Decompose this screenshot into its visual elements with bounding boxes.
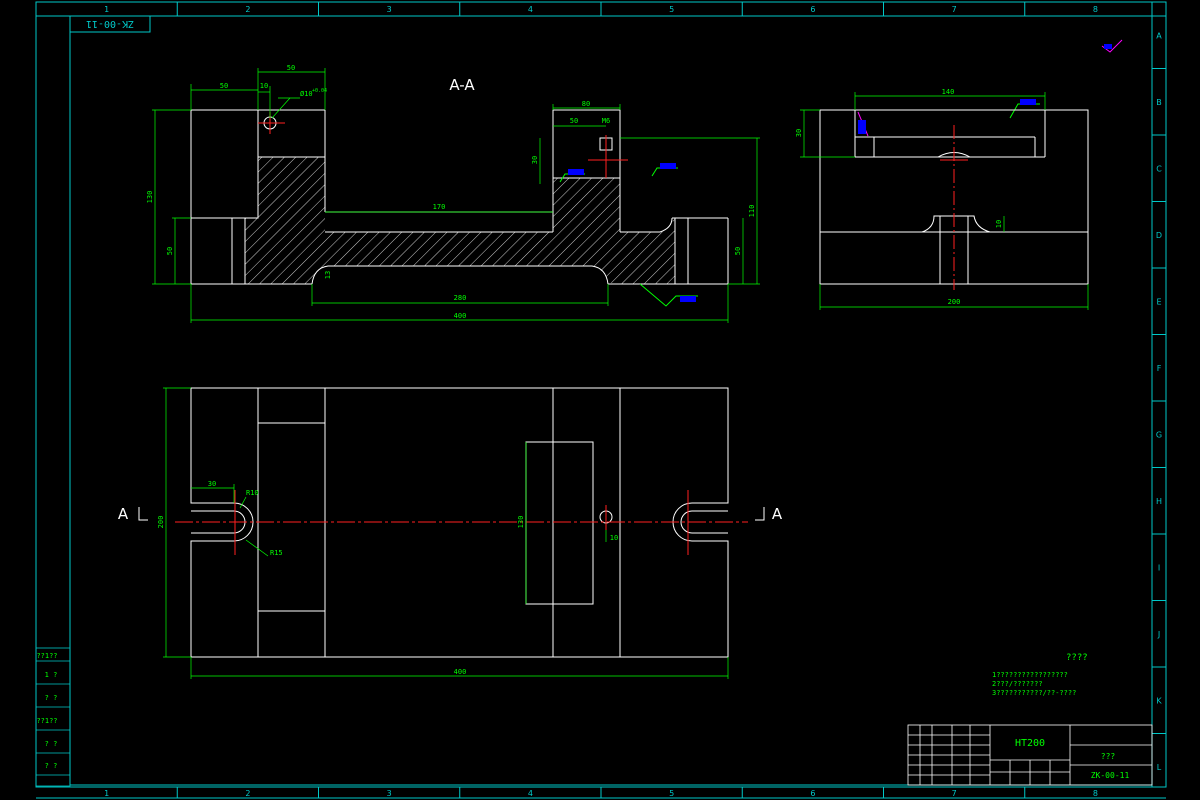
dim-plan-r15: R15	[270, 549, 283, 557]
section-marker-right: A	[772, 505, 783, 523]
section-dimensions	[152, 68, 760, 323]
zone-row-label: C	[1156, 164, 1162, 173]
left-stamp-table: ??1?? 1 ? ? ? ??1?? ? ? ? ?	[35, 647, 71, 787]
zone-column-label: 6	[810, 5, 815, 14]
title-material: HT200	[1015, 738, 1045, 749]
section-marker-left: A	[118, 505, 129, 523]
zone-column-label: 8	[1093, 789, 1098, 798]
zone-column-label: 8	[1093, 5, 1098, 14]
plan-dimension-texts: 30 R10 R15 200 130 10 400	[157, 480, 618, 676]
zone-column-label: 4	[528, 5, 533, 14]
dim-side-30: 30	[795, 129, 803, 137]
dim-50-right-h: 50	[734, 247, 742, 255]
side-view	[819, 109, 1089, 290]
zone-column-label: 6	[810, 789, 815, 798]
zone-column-label: 3	[387, 789, 392, 798]
dim-hole: Ø10	[300, 90, 313, 98]
zone-column-label: 5	[669, 5, 674, 14]
dim-13: 13	[324, 271, 332, 279]
zone-row-label: I	[1158, 563, 1160, 572]
title-drawing-code: ZK-00-11	[1091, 771, 1130, 780]
dim-10-top: 10	[260, 82, 268, 90]
dim-plan-10: 10	[610, 534, 618, 542]
zone-column-label: 2	[245, 789, 250, 798]
zone-column-label: 5	[669, 789, 674, 798]
stamp-3: ??1??	[36, 717, 57, 725]
technical-requirements: ???? 1????????????????? 2???/??????? 3??…	[992, 653, 1088, 697]
section-markers: A A	[118, 505, 783, 523]
dim-170: 170	[433, 203, 446, 211]
dim-plan-400: 400	[454, 668, 467, 676]
section-dimension-texts: 50 50 10 Ø10 +0.04 130 50 170 80 50 M6 3…	[146, 64, 756, 320]
dim-50-left-h: 50	[166, 247, 174, 255]
dim-50: 50	[570, 117, 578, 125]
section-title: A-A	[449, 76, 475, 94]
zone-row-label: D	[1156, 231, 1162, 240]
title-block: HT200 ??? ZK-00-11	[907, 724, 1153, 786]
zone-column-label: 7	[952, 789, 957, 798]
zone-row-label: L	[1157, 763, 1162, 772]
plan-dimensions	[163, 387, 729, 679]
zone-column-label: 1	[104, 789, 109, 798]
dim-plan-200: 200	[157, 516, 165, 529]
zone-row-label: A	[1156, 31, 1162, 40]
zone-row-label: H	[1156, 497, 1162, 506]
tech-req-line-3: 3???????????/??-????	[992, 689, 1076, 697]
zone-row-label: G	[1156, 430, 1162, 439]
code-stamp-text: ZK-00-11	[86, 18, 134, 29]
zone-column-label: 3	[387, 5, 392, 14]
dim-400-front: 400	[454, 312, 467, 320]
dim-30: 30	[531, 156, 539, 164]
title-part-name: ???	[1101, 752, 1116, 761]
tech-req-line-1: 1?????????????????	[992, 671, 1068, 679]
stamp-1: 1 ?	[45, 671, 58, 679]
stamp-5: ? ?	[45, 762, 58, 770]
stamp-4: ? ?	[45, 740, 58, 748]
zone-row-label: J	[1157, 630, 1160, 639]
dim-280: 280	[454, 294, 467, 302]
side-dimension-texts: 140 30 10 200	[795, 88, 1003, 306]
dim-50-left: 50	[220, 82, 228, 90]
tech-req-title: ????	[1066, 653, 1088, 663]
code-stamp-box: ZK-00-11	[69, 15, 151, 33]
stamp-2: ? ?	[45, 694, 58, 702]
side-dimensions	[800, 92, 1089, 310]
section-view-aa	[190, 109, 729, 285]
dim-m6: M6	[602, 117, 610, 125]
zone-row-label: E	[1156, 297, 1161, 306]
roughness-symbols	[559, 39, 1123, 307]
plan-view	[175, 387, 748, 658]
dim-80: 80	[582, 100, 590, 108]
zone-column-label: 2	[245, 5, 250, 14]
dim-side-140: 140	[942, 88, 955, 96]
dim-plan-130: 130	[517, 516, 525, 529]
zone-row-label: F	[1157, 364, 1162, 373]
dim-50-right: 50	[287, 64, 295, 72]
stamp-0: ??1??	[36, 652, 57, 660]
dim-110: 110	[748, 205, 756, 218]
zone-column-label: 7	[952, 5, 957, 14]
zone-column-label: 4	[528, 789, 533, 798]
zone-column-label: 1	[104, 5, 109, 14]
dim-130: 130	[146, 191, 154, 204]
tech-req-line-2: 2???/???????	[992, 680, 1043, 688]
dim-plan-30: 30	[208, 480, 216, 488]
dim-side-10: 10	[995, 220, 1003, 228]
dim-plan-r10: R10	[246, 489, 259, 497]
dim-side-200: 200	[948, 298, 961, 306]
zone-row-label: K	[1156, 696, 1162, 705]
zone-row-label: B	[1156, 98, 1162, 107]
dim-hole-tol: +0.04	[312, 88, 327, 94]
section-hatch	[245, 157, 675, 284]
